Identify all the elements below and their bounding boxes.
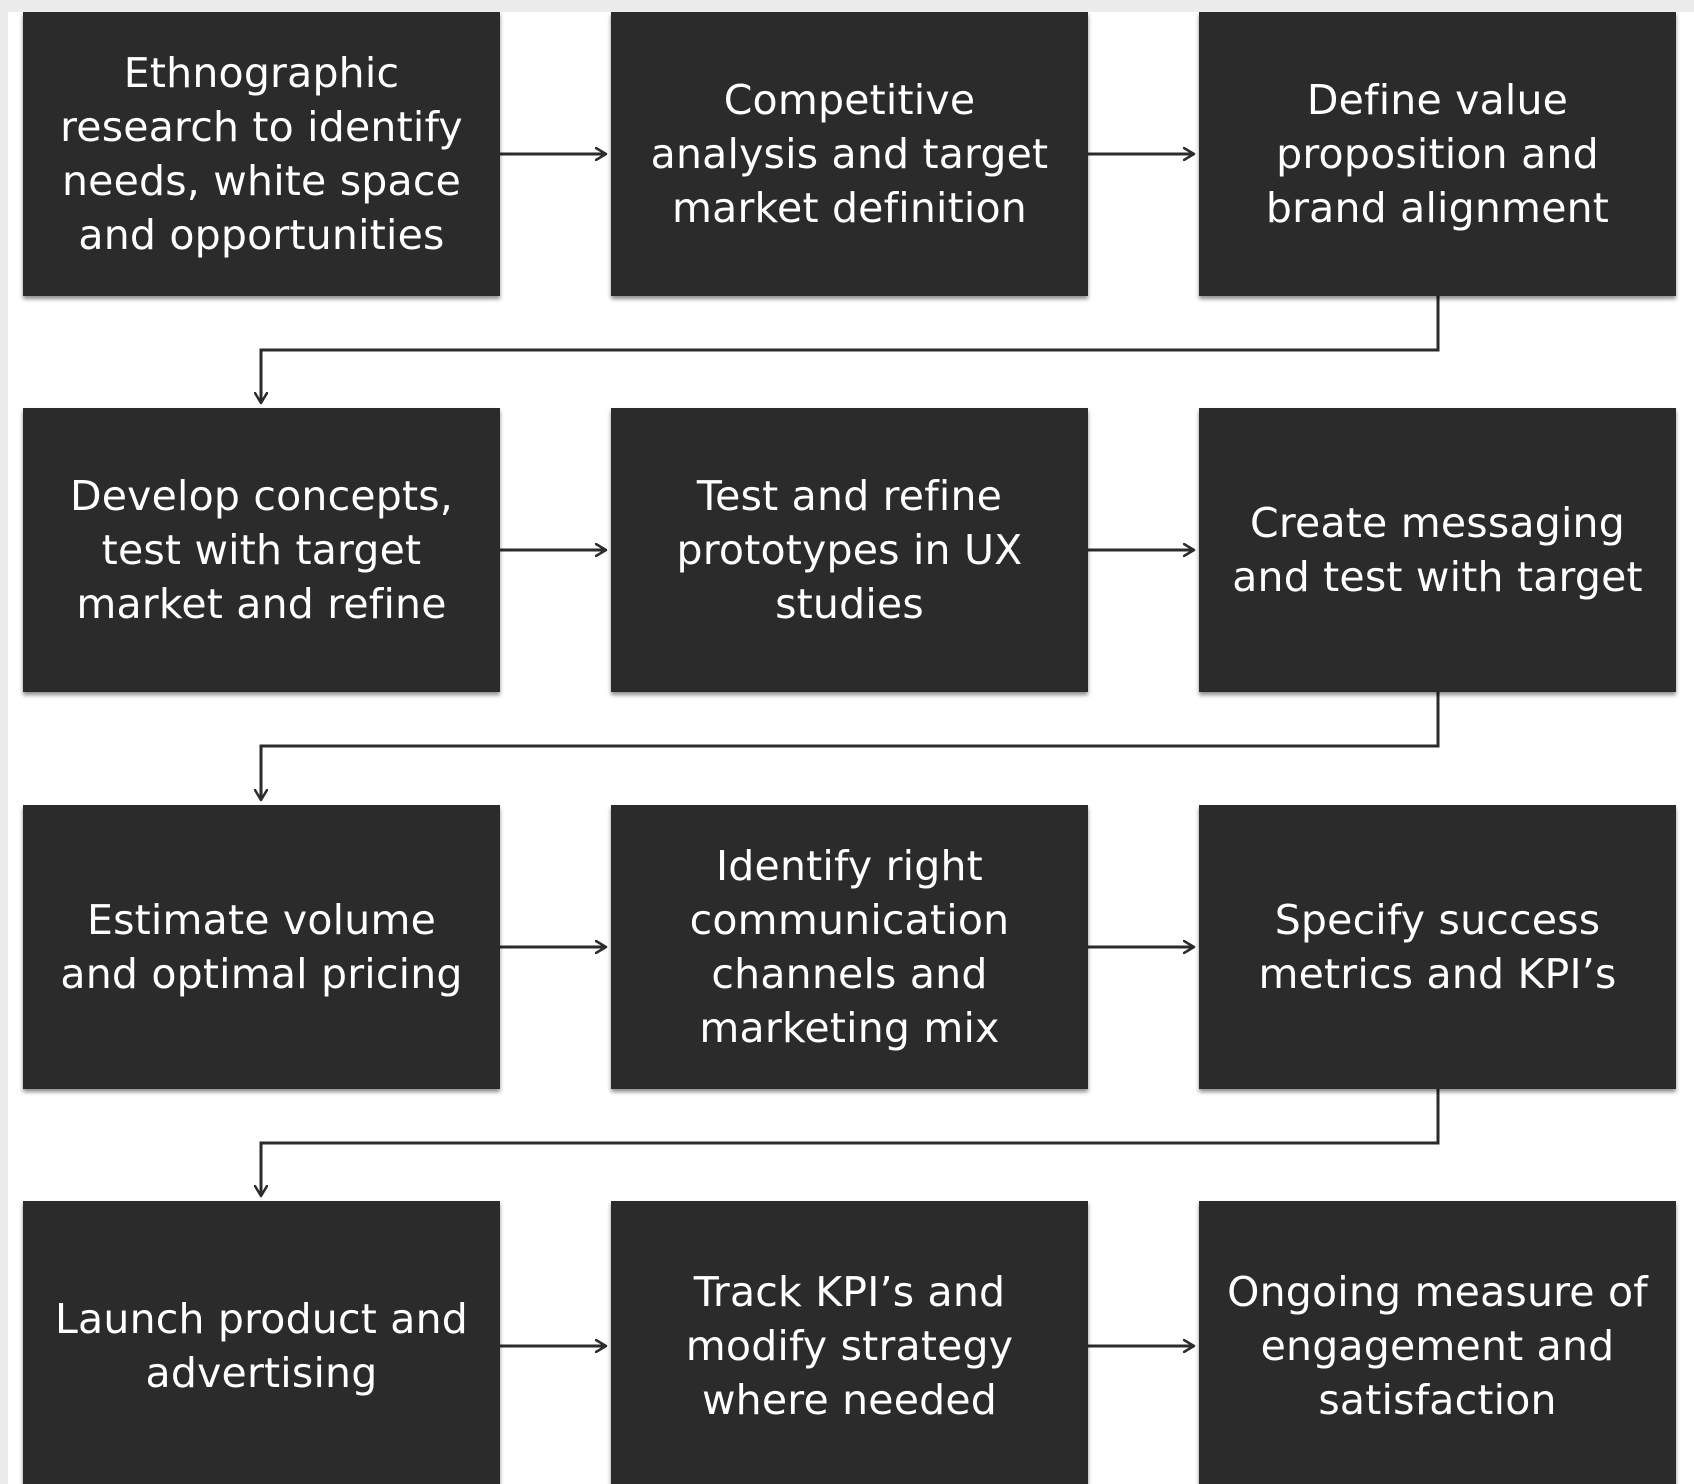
arrow-step-9-to-10 xyxy=(261,1089,1440,1196)
step-label: Identify right communication channels an… xyxy=(689,842,1010,1052)
step-value-proposition: Define value proposition and brand align… xyxy=(1199,12,1676,296)
step-ongoing-measure: Ongoing measure of engagement and satisf… xyxy=(1199,1201,1676,1484)
step-label: Launch product and advertising xyxy=(55,1295,468,1397)
step-label: Ethnographic research to identify needs,… xyxy=(60,49,463,259)
step-create-messaging: Create messaging and test with target xyxy=(1199,408,1676,692)
step-label: Competitive analysis and target market d… xyxy=(650,76,1049,232)
step-estimate-volume: Estimate volume and optimal pricing xyxy=(23,805,500,1089)
step-ethnographic-research: Ethnographic research to identify needs,… xyxy=(23,12,500,296)
step-label: Create messaging and test with target xyxy=(1232,499,1643,601)
step-label: Ongoing measure of engagement and satisf… xyxy=(1227,1268,1648,1424)
step-label: Estimate volume and optimal pricing xyxy=(60,896,463,998)
step-label: Specify success metrics and KPI’s xyxy=(1258,896,1617,998)
step-develop-concepts: Develop concepts, test with target marke… xyxy=(23,408,500,692)
step-test-prototypes: Test and refine prototypes in UX studies xyxy=(611,408,1088,692)
step-label: Develop concepts, test with target marke… xyxy=(69,472,454,628)
arrow-step-3-to-4 xyxy=(261,296,1440,403)
step-launch-product: Launch product and advertising xyxy=(23,1201,500,1484)
step-label: Define value proposition and brand align… xyxy=(1265,76,1610,232)
step-label: Track KPI’s and modify strategy where ne… xyxy=(685,1268,1014,1424)
step-competitive-analysis: Competitive analysis and target market d… xyxy=(611,12,1088,296)
step-success-metrics: Specify success metrics and KPI’s xyxy=(1199,805,1676,1089)
step-track-kpis: Track KPI’s and modify strategy where ne… xyxy=(611,1201,1088,1484)
flowchart-canvas: Ethnographic research to identify needs,… xyxy=(8,12,1694,1484)
arrow-step-6-to-7 xyxy=(261,692,1440,800)
connectors-layer xyxy=(8,12,1440,1484)
step-communication-channels: Identify right communication channels an… xyxy=(611,805,1088,1089)
step-label: Test and refine prototypes in UX studies xyxy=(676,472,1023,628)
